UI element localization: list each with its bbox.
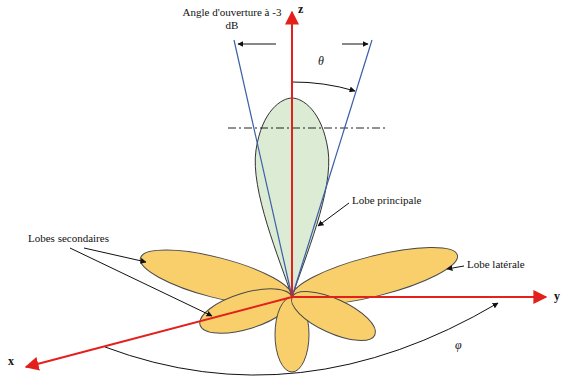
beamwidth-line — [292, 40, 372, 297]
aperture-arrow — [238, 44, 276, 45]
lobe-label: Lobe principale — [352, 194, 421, 207]
aperture-label: Angle d'ouverture à -3 dB — [180, 6, 284, 32]
z-axis — [291, 12, 293, 297]
beamwidth-line — [234, 40, 292, 297]
lobe-label: Lobe latérale — [467, 258, 525, 271]
angle-symbol: φ — [455, 338, 462, 352]
aperture-arrow — [342, 44, 368, 45]
theta-arc — [292, 82, 355, 91]
leader-line — [318, 203, 349, 226]
phi-arc — [105, 303, 498, 375]
leader-line — [70, 248, 212, 316]
leader-line — [447, 266, 464, 269]
lobe-label: Lobes secondaires — [28, 232, 109, 245]
axis-label: x — [8, 354, 14, 368]
leader-line — [84, 248, 146, 262]
axis-label: y — [554, 289, 560, 303]
x-axis — [26, 297, 292, 367]
angle-symbol: θ — [318, 54, 324, 68]
half-power-line — [228, 128, 388, 129]
y-axis — [292, 296, 546, 298]
side-lobe — [285, 282, 382, 351]
axis-label: z — [298, 2, 303, 16]
